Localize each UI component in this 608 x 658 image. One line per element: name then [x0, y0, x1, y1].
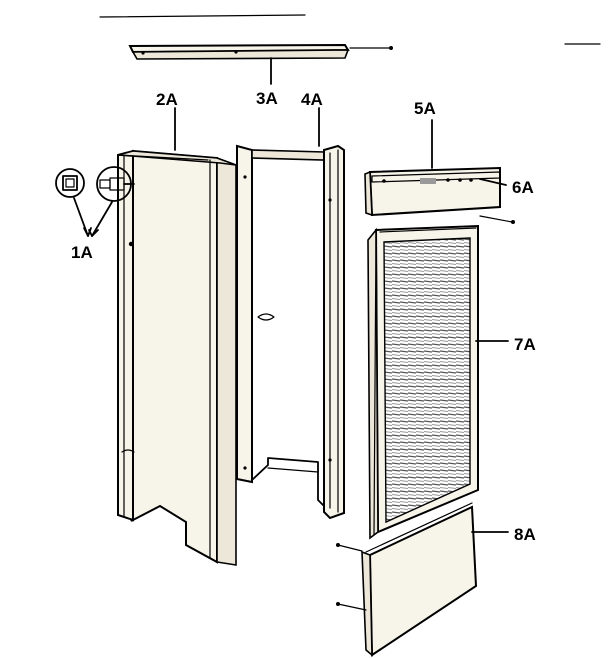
- label-2a: 2A: [156, 90, 178, 109]
- label-3a: 3A: [256, 89, 278, 108]
- control-panel-6a: [365, 120, 515, 224]
- label-7a: 7A: [514, 335, 536, 354]
- top-cap-3a: [130, 45, 393, 84]
- label-1a: 1A: [71, 243, 93, 262]
- label-4a: 4A: [301, 90, 323, 109]
- inner-frame-4a: [237, 108, 344, 518]
- border-line: [100, 15, 305, 17]
- grille-panel-7a: [368, 226, 508, 538]
- label-8a: 8A: [514, 525, 536, 544]
- label-5a: 5A: [414, 99, 436, 118]
- brand-plate: [420, 178, 436, 184]
- side-panel-2a: [118, 108, 236, 565]
- kick-plate-8a: [336, 503, 508, 655]
- label-6a: 6A: [512, 178, 534, 197]
